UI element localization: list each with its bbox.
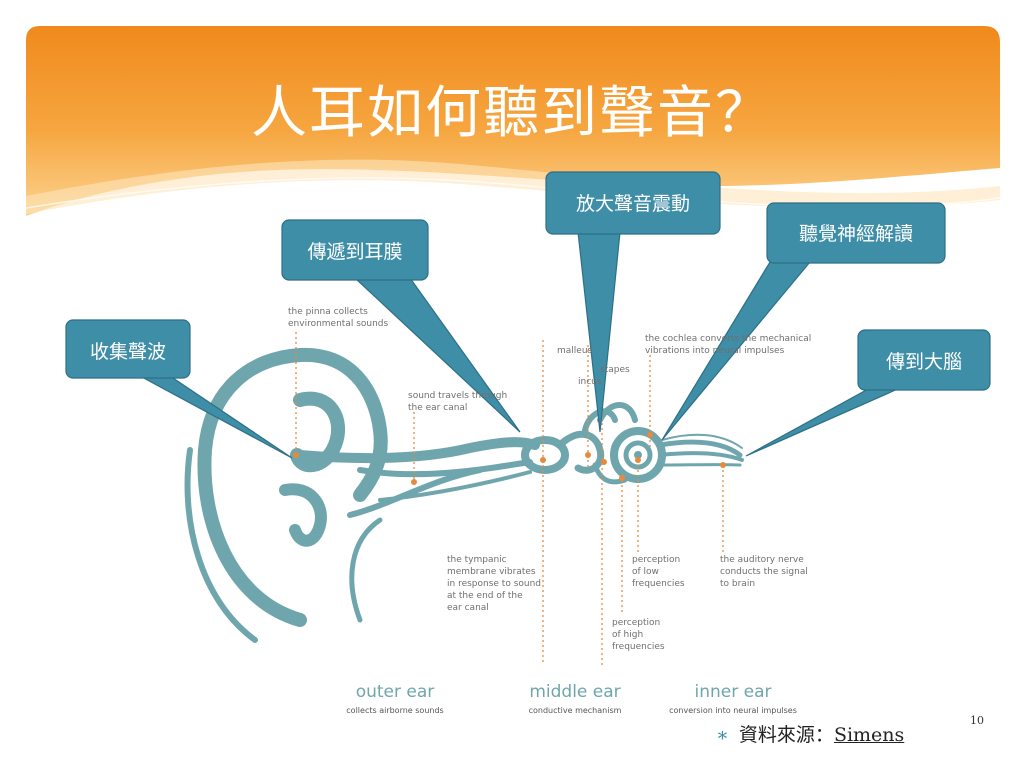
- section-inner-ear-sub: conversion into neural impulses: [669, 706, 797, 715]
- guide-markers: [293, 432, 726, 485]
- section-middle-ear: middle ear: [529, 682, 621, 702]
- label-high-frequencies: perception of high frequencies: [612, 618, 665, 652]
- callout-label-collect: 收集聲波: [89, 341, 166, 363]
- callout-label-brain: 傳到大腦: [885, 351, 962, 373]
- callout-eardrum: [281, 219, 521, 433]
- section-outer-ear: outer ear: [355, 682, 435, 702]
- label-cochlea: the cochlea converts the mechanical vibr…: [645, 334, 812, 356]
- section-middle-ear-sub: conductive mechanism: [528, 706, 622, 715]
- section-inner-ear: inner ear: [694, 682, 772, 702]
- label-tympanic: the tympanic membrane vibrates in respon…: [447, 555, 542, 613]
- ear-diagram: [184, 347, 744, 643]
- label-stapes: stapes: [600, 365, 630, 375]
- label-ear-canal: sound travels through the ear canal: [408, 391, 508, 413]
- callout-collect: [65, 319, 293, 459]
- auditory-nerve: [657, 439, 743, 458]
- source-link[interactable]: Simens: [833, 724, 905, 746]
- label-low-frequencies: perception of low frequencies: [632, 555, 685, 589]
- section-outer-ear-sub: collects airborne sounds: [346, 706, 444, 715]
- label-incus: incus: [578, 377, 602, 387]
- callout-label-eardrum: 傳遞到耳膜: [307, 241, 403, 263]
- guide-lines: [295, 332, 724, 665]
- callout-amplify: [545, 171, 721, 433]
- bullet-icon: ∗: [716, 724, 729, 746]
- page-number: 10: [970, 714, 984, 727]
- label-malleus: malleus: [557, 346, 593, 356]
- ossicles: [521, 436, 569, 474]
- callout-brain: [745, 329, 991, 457]
- callout-label-decode: 聽覺神經解讀: [798, 223, 913, 245]
- callout-label-amplify: 放大聲音震動: [575, 193, 690, 215]
- label-pinna: the pinna collects environmental sounds: [288, 307, 389, 329]
- ear-canal: [295, 437, 540, 464]
- label-auditory-nerve: the auditory nerve conducts the signal t…: [720, 555, 808, 589]
- pinna-outline: [197, 347, 388, 627]
- callout-decode: [661, 202, 946, 441]
- page-title: 人耳如何聽到聲音？: [251, 81, 773, 146]
- banner-wave-light: [26, 159, 1000, 214]
- source-credit: ∗ 資料來源：Simens: [716, 720, 904, 747]
- source-prefix: 資料來源：: [738, 724, 834, 746]
